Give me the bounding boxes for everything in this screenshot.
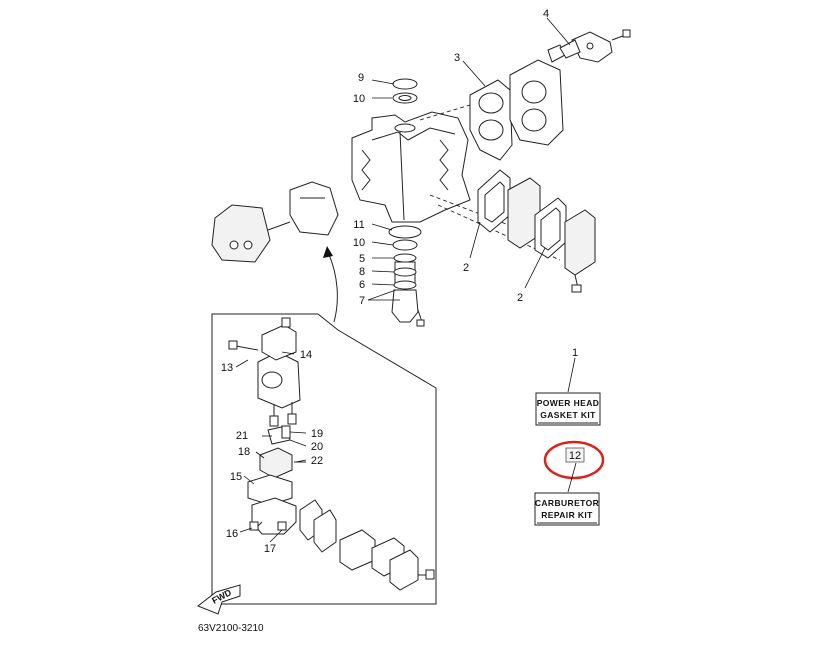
float-chamber-gasket — [247, 474, 293, 506]
lower-seal-stack — [388, 225, 425, 327]
callout-15: 15 — [230, 471, 242, 483]
power-head-gasket-kit: POWER HEAD GASKET KIT — [535, 392, 601, 426]
power-head-kit-line2: GASKET KIT — [540, 410, 596, 420]
callout-13: 13 — [221, 362, 233, 374]
intake-manifold — [289, 181, 339, 236]
reed-valve — [339, 529, 435, 591]
callout-12: 12 — [569, 450, 581, 462]
leader-lines — [235, 17, 577, 543]
float-chamber — [249, 497, 297, 535]
callout-2-lower: 2 — [517, 292, 523, 304]
fwd-arrow-icon: FWD — [197, 584, 241, 615]
oil-seal-top — [392, 78, 418, 104]
callout-7: 7 — [359, 295, 365, 307]
float-and-jets — [259, 425, 306, 479]
exhaust-gasket-upper — [477, 169, 511, 233]
carburetor-kit-line2: REPAIR KIT — [541, 510, 593, 520]
callout-18: 18 — [238, 446, 250, 458]
callout-19: 19 — [311, 428, 323, 440]
carburetor-repair-kit: CARBURETOR REPAIR KIT — [534, 492, 600, 526]
callout-16: 16 — [226, 528, 238, 540]
callout-1: 1 — [572, 347, 578, 359]
cylinder-head — [509, 59, 564, 146]
thermostat-cover — [547, 29, 631, 63]
callout-10-top: 10 — [353, 93, 365, 105]
cylinder-block — [351, 111, 471, 223]
callout-3: 3 — [454, 52, 460, 64]
highlight-circle — [543, 440, 605, 480]
callout-8: 8 — [359, 266, 365, 278]
exhaust-gasket-lower — [534, 197, 567, 259]
power-head-kit-line1: POWER HEAD — [537, 398, 600, 408]
callout-20: 20 — [311, 441, 323, 453]
callout-22: 22 — [311, 455, 323, 467]
callout-4: 4 — [543, 8, 549, 20]
callout-2-upper: 2 — [463, 262, 469, 274]
callout-5: 5 — [359, 253, 365, 265]
intake-gasket-set — [299, 499, 337, 553]
carburetor-body — [228, 317, 301, 427]
cylinder-head-gasket — [469, 79, 513, 161]
callout-14: 14 — [300, 349, 312, 361]
callout-6: 6 — [359, 279, 365, 291]
callout-17: 17 — [264, 543, 276, 555]
carburetor-kit-line1: CARBURETOR — [535, 498, 599, 508]
callout-21: 21 — [236, 430, 248, 442]
exhaust-cover-lower — [564, 209, 596, 293]
callout-10-bottom: 10 — [353, 237, 365, 249]
callout-numbers: 1 2 2 3 4 9 10 11 10 5 8 6 7 13 14 19 21… — [221, 8, 578, 555]
callout-11: 11 — [353, 219, 364, 231]
part-code: 63V2100-3210 — [198, 623, 264, 634]
intake-silencer — [211, 204, 291, 263]
callout-12-box — [565, 447, 585, 463]
callout-9: 9 — [358, 72, 364, 84]
